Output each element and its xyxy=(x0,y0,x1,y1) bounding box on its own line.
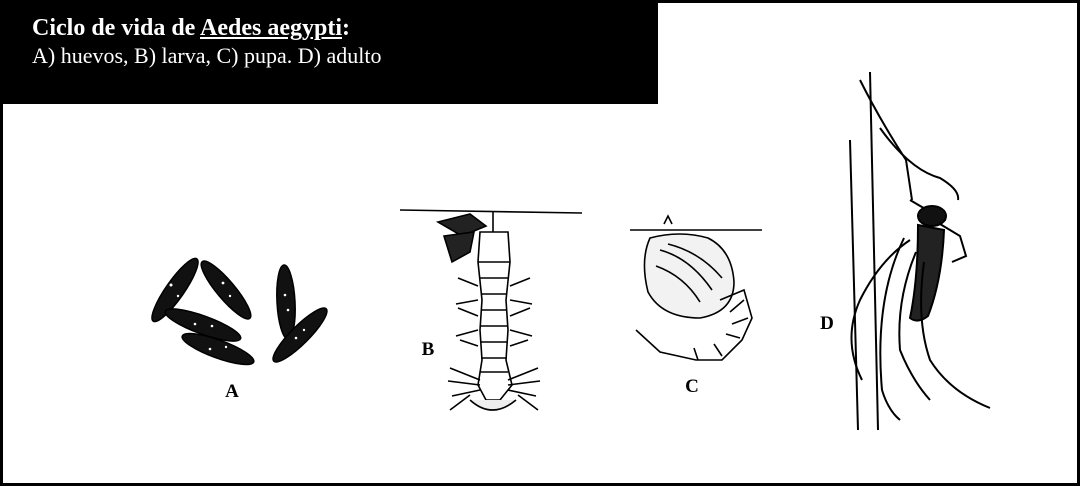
label-b: B xyxy=(422,339,435,360)
label-d: D xyxy=(820,313,834,334)
eggs-drawing xyxy=(146,254,333,371)
label-a: A xyxy=(225,381,239,402)
label-c: C xyxy=(685,376,699,397)
adult-mosquito-drawing xyxy=(850,72,990,430)
larva-drawing xyxy=(400,210,582,410)
pupa-drawing xyxy=(630,216,762,360)
